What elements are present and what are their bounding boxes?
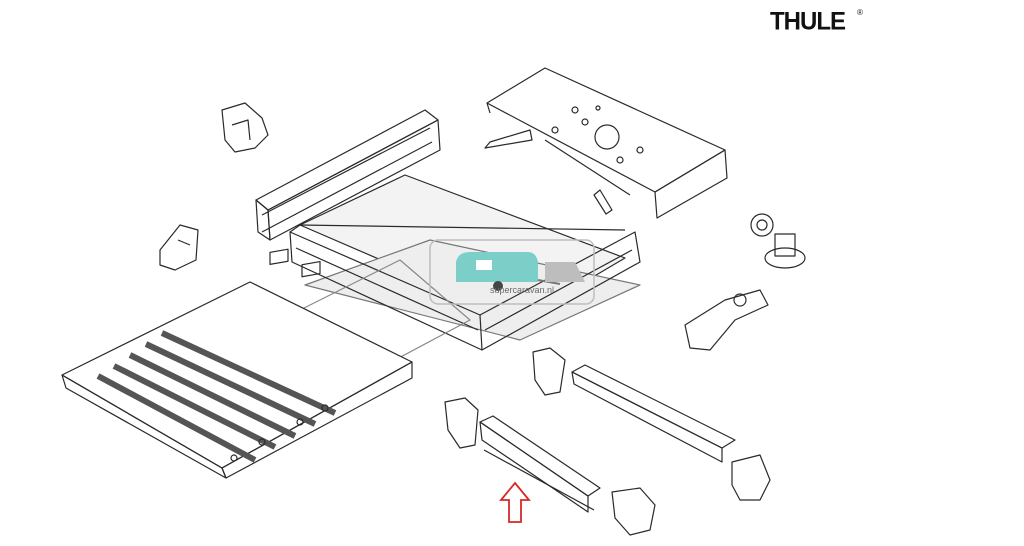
thule-logo: THULE: [770, 7, 846, 36]
mounting-plate: [484, 67, 728, 219]
watermark: [429, 239, 595, 305]
registered-mark: ®: [857, 8, 863, 17]
motor-unit: [684, 289, 769, 351]
upper-left-bracket: [221, 102, 269, 153]
caravan-icon: [456, 252, 585, 291]
left-lower-rail: [444, 397, 656, 536]
right-lower-rail: [532, 347, 771, 501]
clip-pair: [269, 248, 321, 278]
step-platform: [61, 281, 413, 479]
arrow-up-outline-icon: [499, 481, 531, 523]
gear-assembly: [750, 213, 806, 269]
left-side-bracket: [159, 224, 199, 271]
watermark-text: supercaravan.nl: [490, 285, 555, 295]
upper-slide-rail: [255, 109, 441, 241]
main-frame: [289, 224, 641, 351]
